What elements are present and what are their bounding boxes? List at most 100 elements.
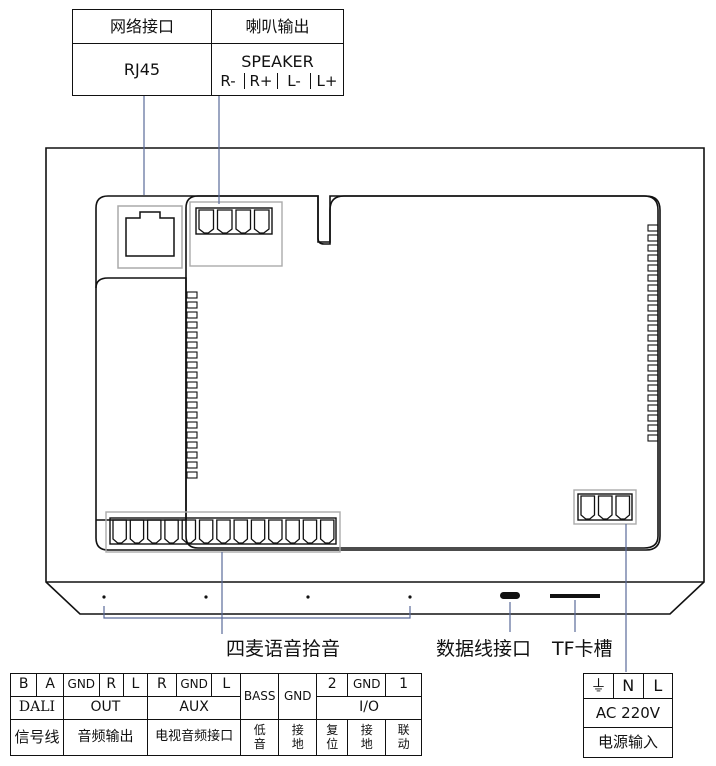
cell-dali: DALI [10, 696, 64, 720]
vent-slot [647, 354, 659, 362]
power-pin [597, 495, 613, 520]
cell-bass: BASS [240, 673, 280, 720]
vent-slot [647, 264, 659, 272]
vent-slot [647, 424, 659, 432]
io-pin [302, 519, 318, 544]
network-port-header: 网络接口 [72, 9, 212, 44]
vent-slot [647, 234, 659, 242]
vent-slot [186, 461, 198, 469]
cell-bass-cn: 低音 [240, 719, 280, 756]
tf-card-slot [550, 594, 600, 598]
vent-slot [186, 321, 198, 329]
vent-slot [186, 371, 198, 379]
io-pin [319, 519, 335, 544]
vent-slot [186, 431, 198, 439]
cell-io-ground-cn: 接地 [347, 719, 387, 756]
pin-r-minus: R- [212, 73, 245, 90]
cell-out-gnd: GND [62, 673, 100, 697]
cell-voltage: AC 220V [583, 698, 673, 728]
power-terminal [573, 489, 637, 525]
vent-slot [647, 294, 659, 302]
power-pin [580, 495, 596, 520]
left-module-panel [95, 277, 187, 521]
vent-slot [647, 414, 659, 422]
vent-slot [647, 304, 659, 312]
io-terminal [105, 511, 341, 553]
vent-slot [186, 351, 198, 359]
cell-reset-cn: 复位 [316, 719, 349, 756]
vent-slot [647, 434, 659, 442]
terminal-table: B A GND R L R GND L BASS GND 2 GND 1 DAL… [9, 673, 422, 756]
vent-slot [647, 224, 659, 232]
mic-holes [102, 595, 412, 599]
pin-l-minus: L- [278, 73, 311, 90]
vent-slot [186, 401, 198, 409]
vent-slot [647, 284, 659, 292]
vent-slot [647, 324, 659, 332]
speaker-pin [216, 209, 233, 234]
cell-b: B [9, 673, 38, 697]
cell-out-l: L [122, 673, 148, 697]
rj45-label: RJ45 [72, 43, 212, 96]
cell-audio-out: 音频输出 [62, 719, 148, 756]
cell-power-in: 电源输入 [583, 727, 673, 758]
cell-out: OUT [62, 696, 148, 720]
vent-slot [186, 391, 198, 399]
top-port-table: 网络接口 喇叭输出 RJ45 SPEAKER R- R+ L- L+ [72, 9, 344, 96]
rj45-port [117, 205, 183, 269]
cell-ground-cn: 接地 [278, 719, 318, 756]
inner-board [95, 195, 661, 551]
power-table: ⏚ N L AC 220V 电源输入 [583, 673, 674, 758]
cell-io-2: 2 [316, 673, 349, 697]
cell-aux-gnd: GND [175, 673, 213, 697]
power-pin [615, 495, 631, 520]
speaker-out-header: 喇叭输出 [211, 9, 344, 44]
vent-slot [647, 374, 659, 382]
io-pin [250, 519, 266, 544]
cell-aux-r: R [146, 673, 177, 697]
vent-slot [186, 301, 198, 309]
vent-slot [647, 384, 659, 392]
speaker-pin [198, 209, 215, 234]
vent-slot [647, 334, 659, 342]
vent-slot [647, 274, 659, 282]
speaker-label: SPEAKER [241, 51, 314, 71]
vent-slot [647, 364, 659, 372]
cell-aux-l: L [211, 673, 242, 697]
speaker-pin [253, 209, 270, 234]
vent-slot [186, 381, 198, 389]
speaker-terminal [189, 201, 283, 267]
cell-link-cn: 联动 [385, 719, 422, 756]
speaker-pin [235, 209, 252, 234]
io-pin [198, 519, 214, 544]
pin-l-plus: L+ [316, 71, 338, 90]
cell-neutral: N [612, 673, 644, 699]
pin-r-plus: R+ [245, 73, 278, 90]
cell-out-r: R [98, 673, 124, 697]
main-panel [185, 195, 659, 549]
data-port-label: 数据线接口 [436, 638, 532, 660]
io-pin [146, 519, 162, 544]
vent-slot [186, 311, 198, 319]
cell-io: I/O [316, 696, 422, 720]
cell-tv-audio: 电视音频接口 [146, 719, 242, 756]
vent-slot [647, 244, 659, 252]
vent-slot [186, 451, 198, 459]
io-pin [129, 519, 145, 544]
vent-slot [647, 404, 659, 412]
io-pin [268, 519, 283, 544]
cell-earth: ⏚ [583, 673, 614, 699]
vent-slot [647, 344, 659, 352]
vent-slot [647, 314, 659, 322]
vent-slot [186, 341, 198, 349]
tf-slot-label: TF卡槽 [552, 638, 613, 660]
vent-slot [186, 441, 198, 449]
vent-slot [186, 331, 198, 339]
vent-slot [186, 291, 198, 299]
cell-io-gnd: GND [347, 673, 387, 697]
vent-slot [647, 254, 659, 262]
io-pin [181, 519, 197, 544]
vent-slot [186, 471, 198, 479]
usb-port [500, 592, 520, 599]
